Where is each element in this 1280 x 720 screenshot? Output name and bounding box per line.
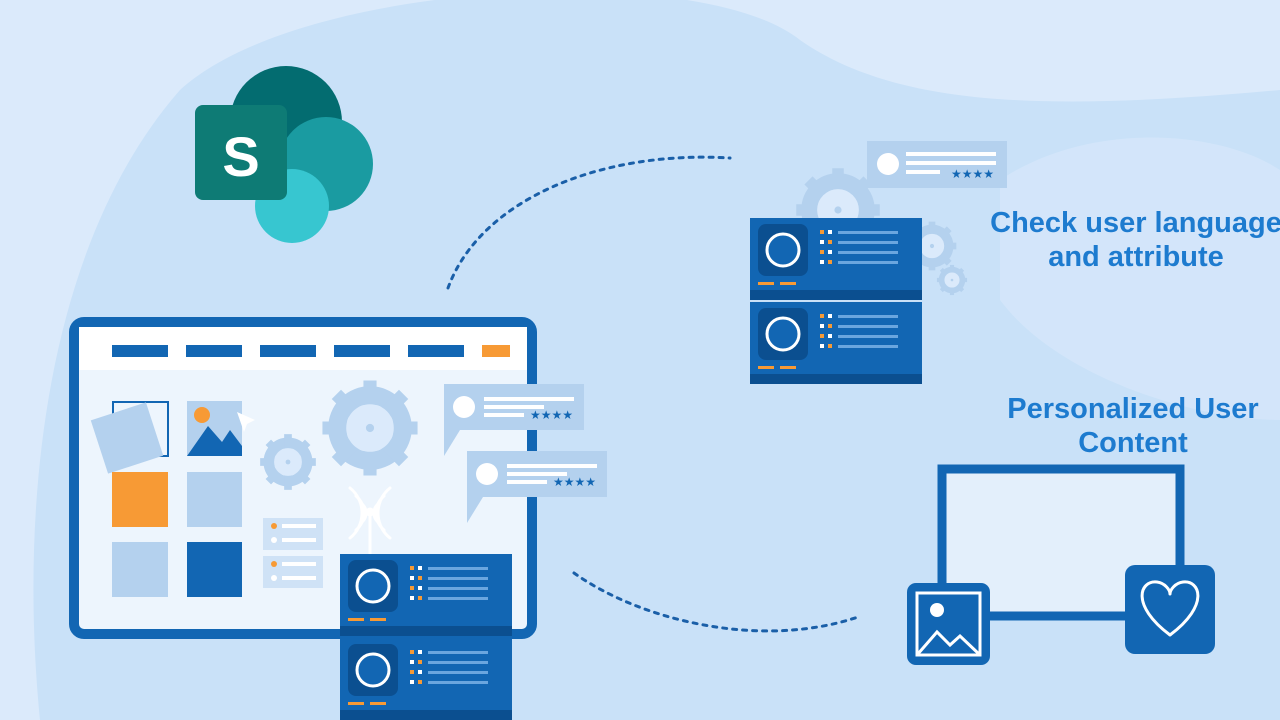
personalized-label-line-1: Personalized User — [1007, 393, 1259, 425]
review-card-icon: ★★★★ — [867, 141, 1007, 188]
personalized-content-label: Personalized User Content — [968, 392, 1280, 460]
image-icon — [907, 583, 990, 665]
server-icon — [338, 552, 514, 638]
sharepoint-logo-icon: S — [195, 66, 373, 243]
review-card-icon: ★★★★ — [467, 451, 607, 523]
heart-icon — [1125, 565, 1215, 654]
tile-grid — [90, 401, 255, 597]
check-label-line-1: Check user language — [990, 207, 1280, 239]
review-rating: ★★★★ — [951, 167, 994, 181]
cursor-icon — [237, 412, 255, 432]
wifi-signal-icon — [348, 486, 392, 558]
server-icon — [748, 216, 924, 302]
review-rating: ★★★★ — [553, 475, 596, 489]
personalized-label-line-2: Content — [1078, 427, 1188, 459]
server-icon — [748, 300, 924, 386]
gear-icon — [937, 265, 967, 295]
check-label-line-2: and attribute — [1048, 241, 1224, 273]
dotted-connectors — [446, 155, 860, 633]
personalized-content-display — [907, 464, 1215, 665]
monitor-nav-bar — [112, 345, 510, 357]
image-icon — [187, 401, 242, 456]
check-user-language-label: Check user language and attribute — [966, 206, 1280, 274]
sharepoint-letter: S — [222, 125, 259, 188]
gear-icon — [260, 434, 316, 490]
server-icon — [338, 636, 514, 720]
gear-icon — [322, 380, 417, 475]
list-widgets — [263, 518, 323, 588]
review-card-icon: ★★★★ — [444, 384, 584, 456]
review-rating: ★★★★ — [530, 408, 573, 422]
